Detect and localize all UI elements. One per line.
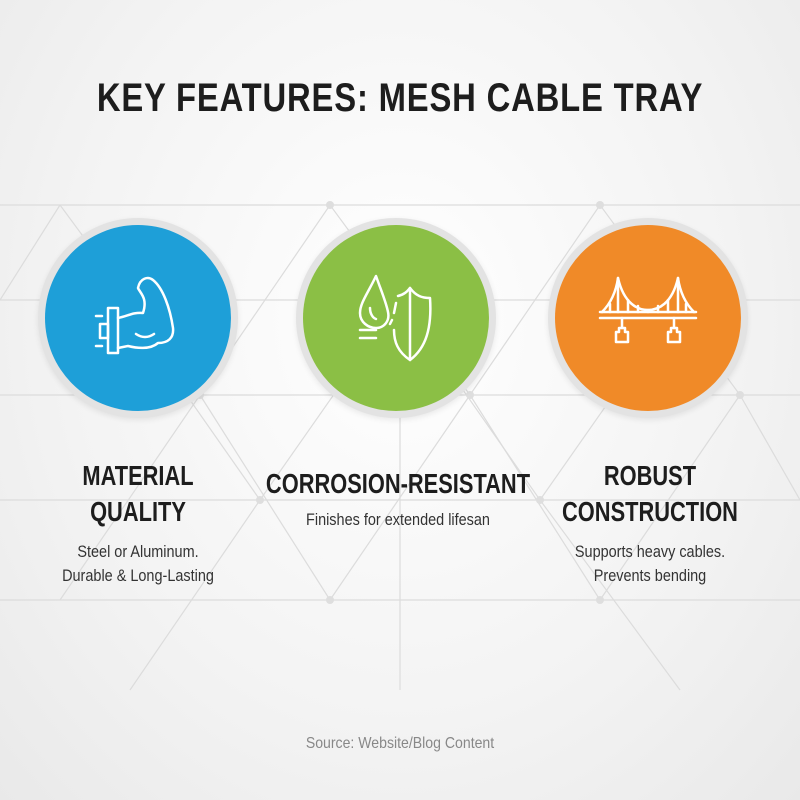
water-drop-shield-icon: [358, 274, 432, 362]
icon-circle: [548, 218, 748, 418]
feature-description: Supports heavy cables. Prevents bending: [480, 540, 800, 588]
feature-description-line: Steel or Aluminum.: [77, 542, 199, 561]
feature-description-line: Supports heavy cables.: [574, 542, 726, 561]
feature-title-line: MATERIAL: [82, 460, 194, 491]
feature-description: Steel or Aluminum. Durable & Long-Lastin…: [0, 540, 308, 588]
feature-title: ROBUST CONSTRUCTION: [494, 458, 800, 530]
feature-description-line: Prevents bending: [593, 566, 707, 585]
icon-circle: [38, 218, 238, 418]
feature-title-line: ROBUST: [603, 460, 697, 491]
feature-title: MATERIAL QUALITY: [0, 458, 294, 530]
feature-description-line: Durable & Long-Lasting: [62, 566, 214, 585]
feature-title-line: CONSTRUCTION: [562, 496, 738, 527]
feature-title-line: QUALITY: [90, 496, 186, 527]
feature-title: CORROSION-RESISTANT: [265, 468, 531, 499]
feature-description: Finishes for extended lifesan: [306, 510, 490, 529]
suspension-bridge-icon: [598, 276, 698, 344]
page-title: KEY FEATURES: MESH CABLE TRAY: [96, 76, 704, 120]
flexed-arm-icon: [94, 276, 175, 355]
source-caption: Source: Website/Blog Content: [305, 735, 495, 752]
icon-circle: [296, 218, 496, 418]
